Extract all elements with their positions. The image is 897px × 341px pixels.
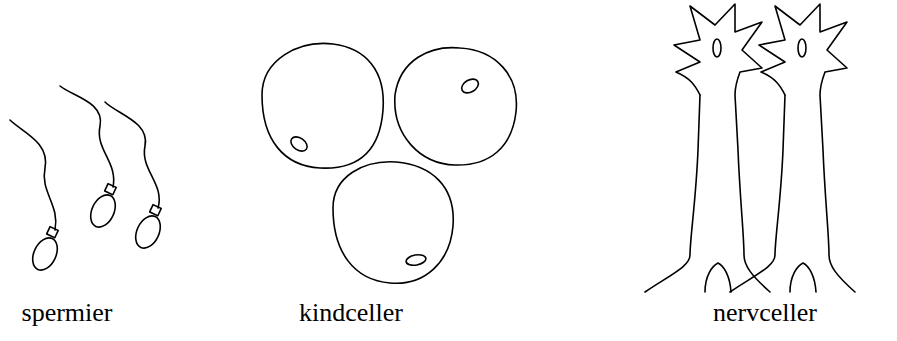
- cell-type-label: spermier: [22, 299, 113, 328]
- cell-type-label: nervceller: [713, 299, 817, 328]
- cell-type-label: kindceller: [299, 299, 403, 328]
- body-cells: [262, 43, 516, 283]
- sperm-cells: [10, 86, 165, 274]
- nerve-cells: [645, 4, 855, 292]
